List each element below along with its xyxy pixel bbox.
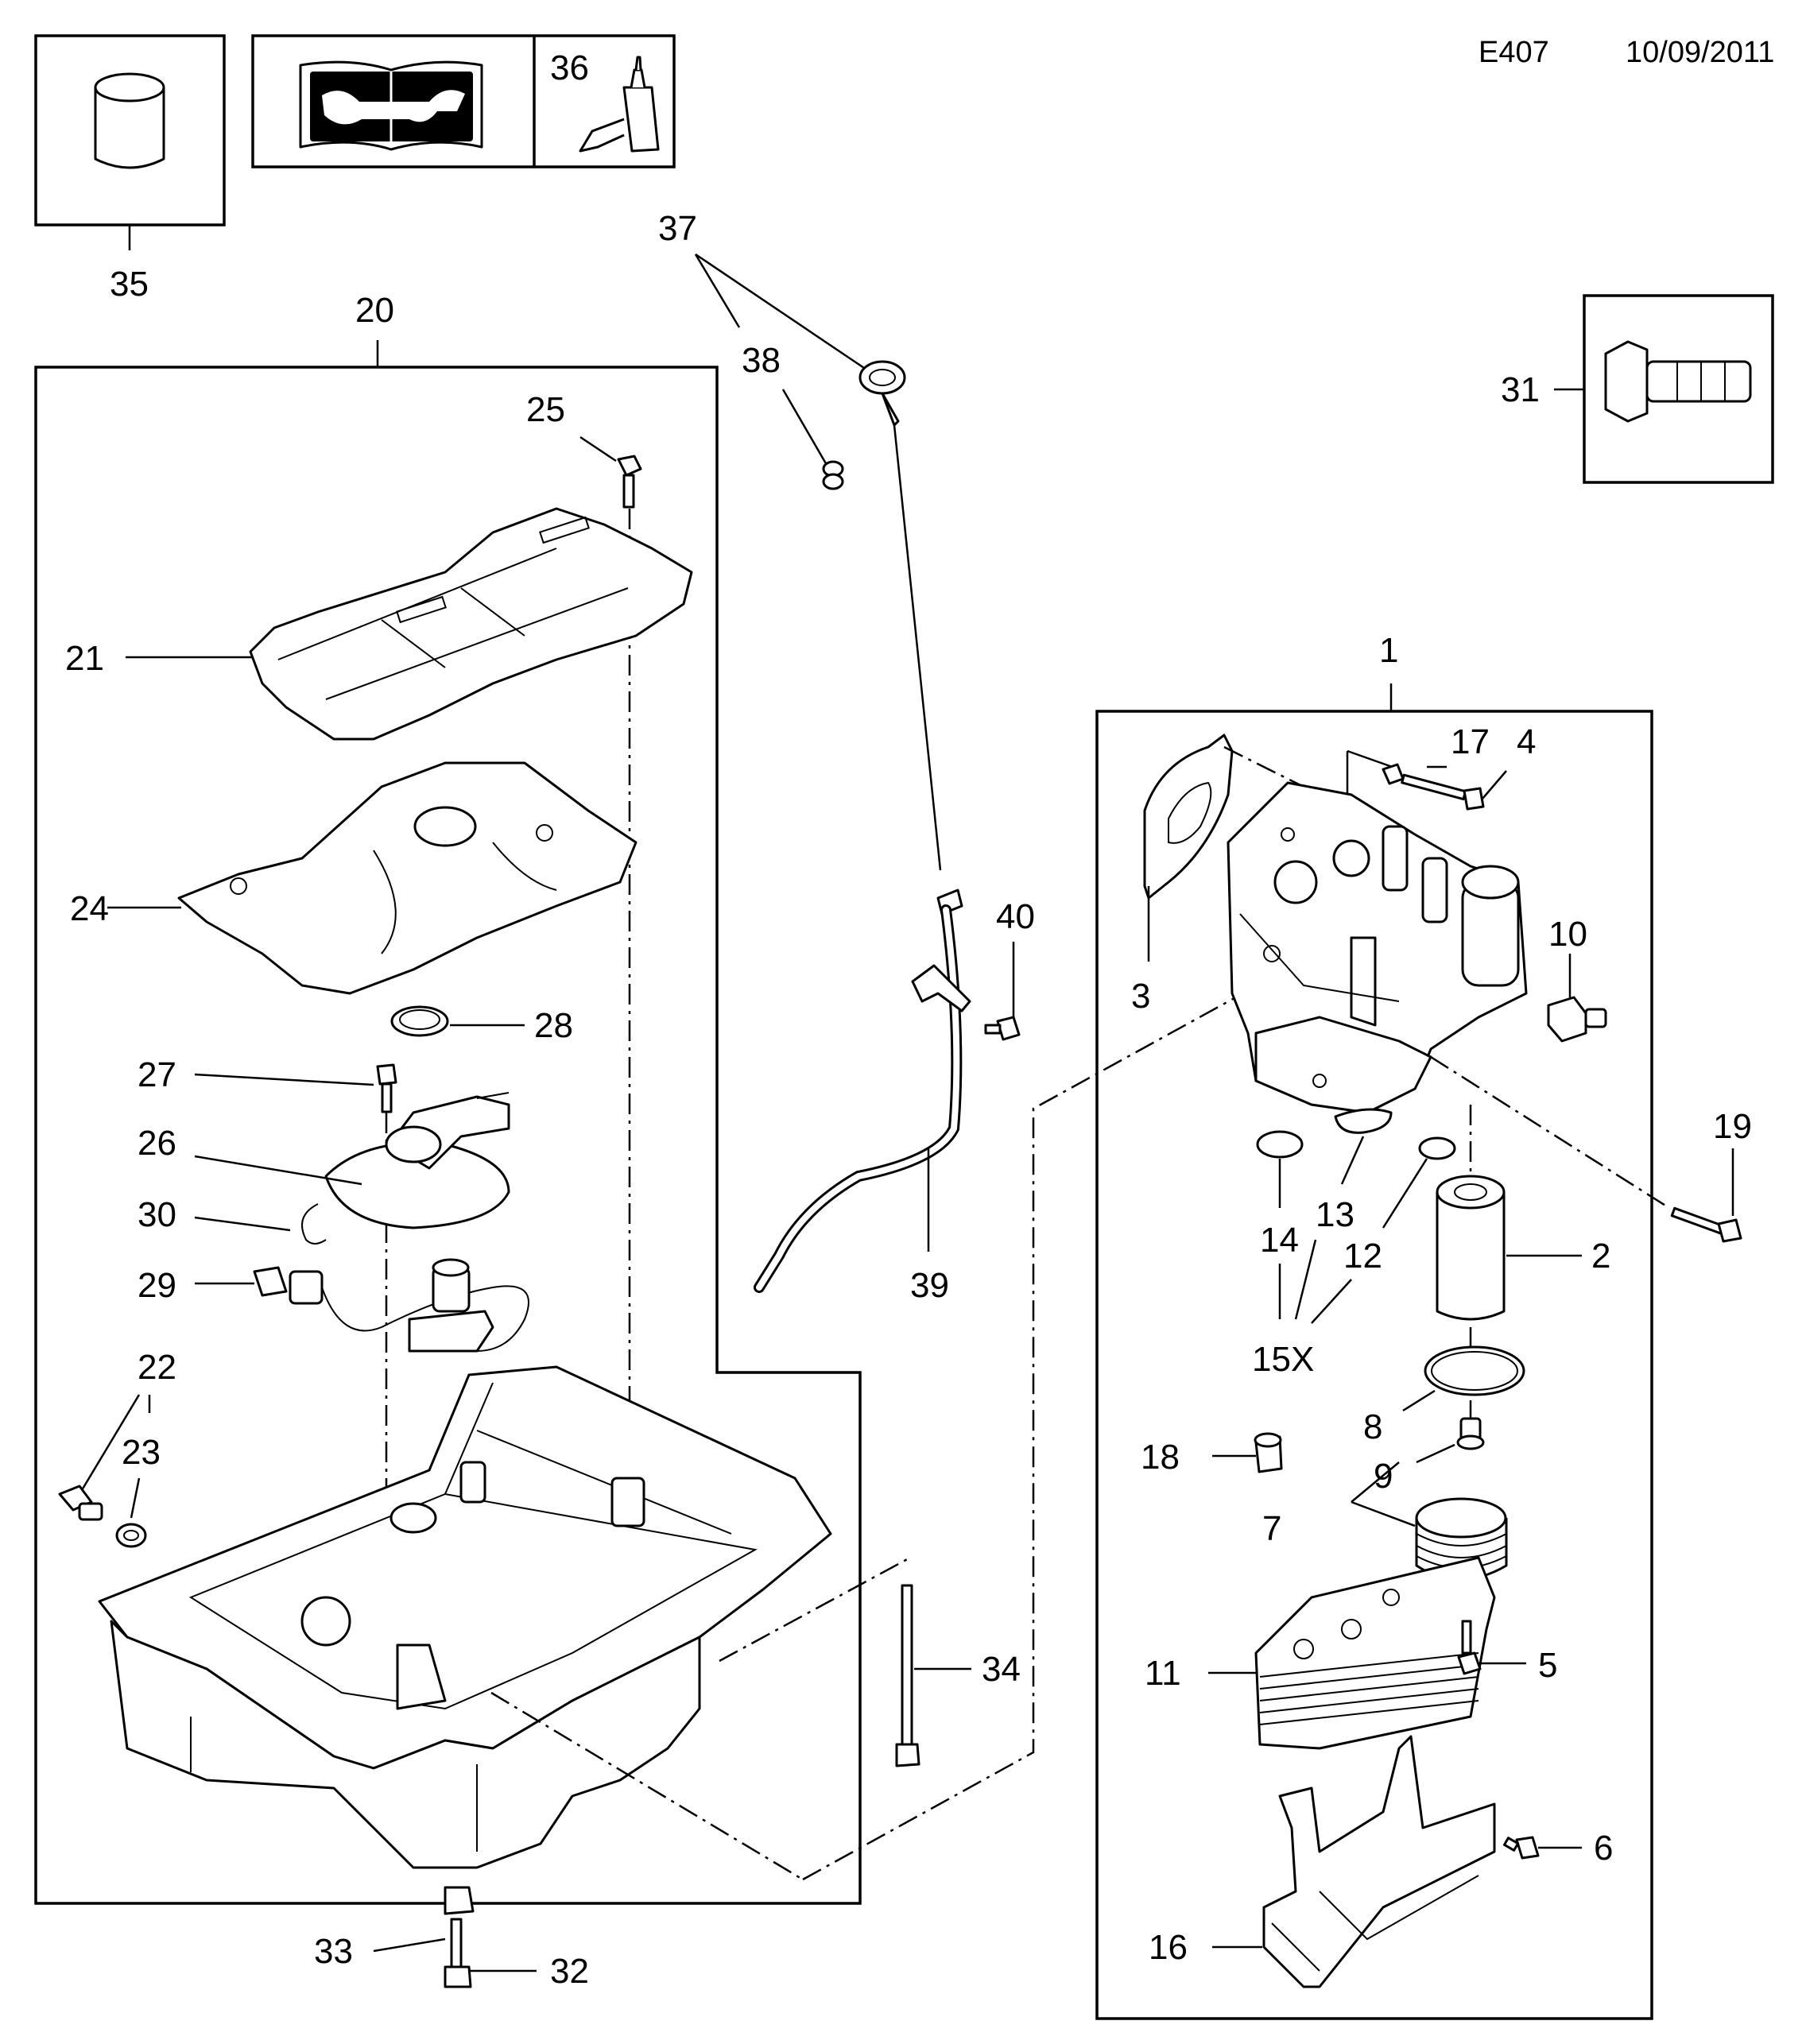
bolt-32 [444, 1918, 472, 1988]
callout-33: 33 [314, 1932, 353, 1971]
filter-cap-7 [1415, 1497, 1508, 1581]
service-manual-icon [299, 60, 483, 151]
bolt-25 [617, 455, 642, 509]
washer-23 [115, 1523, 147, 1548]
callout-3: 3 [1131, 977, 1150, 1016]
callout-17: 17 [1451, 722, 1490, 761]
insert-18 [1254, 1432, 1283, 1473]
seal-12 [1418, 1136, 1456, 1160]
sleeve-icon [94, 72, 165, 169]
box-1 [1095, 710, 1653, 2020]
callout-25: 25 [526, 390, 565, 429]
callout-6: 6 [1594, 1829, 1613, 1868]
callout-31: 31 [1501, 370, 1540, 409]
bolt-17-4 [1382, 763, 1485, 811]
gasket-3 [1143, 734, 1234, 900]
bracket-16 [1262, 1735, 1496, 1988]
callout-8: 8 [1363, 1407, 1382, 1446]
callout-32: 32 [550, 1952, 589, 1991]
flange-bolt-icon [1604, 340, 1752, 423]
callout-29: 29 [138, 1266, 176, 1305]
baffle-24 [177, 761, 638, 995]
callout-4: 4 [1517, 722, 1536, 761]
dipstick-tube-39 [754, 888, 971, 1293]
callout-34: 34 [982, 1650, 1021, 1689]
callout-27: 27 [138, 1055, 176, 1094]
callout-20: 20 [355, 291, 394, 330]
oil-pickup-26 [324, 1092, 510, 1229]
callout-22: 22 [138, 1348, 176, 1387]
callout-19: 19 [1713, 1107, 1752, 1146]
oil-level-sensor-29 [253, 1258, 529, 1353]
oil-cooler-11 [1254, 1556, 1496, 1750]
oil-filter-element-2 [1436, 1175, 1506, 1321]
callout-15: 15X [1252, 1340, 1314, 1379]
bolt-27 [376, 1063, 397, 1113]
callout-24: 24 [70, 889, 109, 928]
o-ring-8 [1424, 1345, 1525, 1396]
callout-7: 7 [1262, 1509, 1281, 1548]
bolt-40 [984, 1016, 1021, 1041]
upper-shield-21 [249, 507, 693, 741]
bolt-34 [895, 1584, 920, 1767]
callout-10: 10 [1548, 915, 1587, 954]
valve-9 [1456, 1417, 1485, 1450]
bolt-6 [1503, 1836, 1540, 1860]
callout-26: 26 [138, 1124, 176, 1163]
box-36 [251, 34, 676, 168]
callout-14: 14 [1260, 1221, 1299, 1260]
sealant-bottle-icon [579, 56, 660, 153]
seal-14 [1256, 1130, 1304, 1159]
callout-16: 16 [1149, 1928, 1188, 1967]
pressure-switch-10 [1547, 996, 1607, 1043]
diagram-date: 10/09/2011 [1626, 36, 1774, 69]
callout-23: 23 [122, 1433, 161, 1472]
callout-5: 5 [1538, 1646, 1557, 1685]
callout-35: 35 [110, 265, 149, 304]
diagram-code: E407 [1479, 36, 1549, 69]
callout-11: 11 [1145, 1654, 1181, 1693]
callout-1: 1 [1379, 631, 1398, 670]
callout-13: 13 [1316, 1195, 1354, 1234]
clip-30 [301, 1203, 327, 1245]
callout-28: 28 [534, 1006, 573, 1045]
box-20 [34, 366, 862, 1905]
oil-filter-housing [1227, 781, 1528, 1114]
o-rings-38 [822, 460, 844, 490]
oil-pan [98, 1365, 832, 1869]
seal-13 [1334, 1108, 1393, 1134]
callout-18: 18 [1141, 1438, 1180, 1477]
callout-39: 39 [910, 1266, 949, 1305]
dipstick-37 [858, 360, 942, 871]
callout-36: 36 [550, 48, 589, 87]
callout-37: 37 [658, 209, 697, 248]
seal-ring-28 [390, 1005, 449, 1037]
drain-plug-22 [58, 1485, 103, 1521]
callout-38: 38 [742, 341, 781, 380]
callout-30: 30 [138, 1195, 176, 1234]
callout-2: 2 [1591, 1237, 1610, 1276]
callout-40: 40 [996, 897, 1035, 936]
bolt-19 [1670, 1206, 1742, 1243]
nut-33 [444, 1886, 475, 1915]
callout-21: 21 [65, 639, 104, 678]
bolt-5 [1457, 1620, 1482, 1675]
callout-12: 12 [1343, 1237, 1382, 1276]
